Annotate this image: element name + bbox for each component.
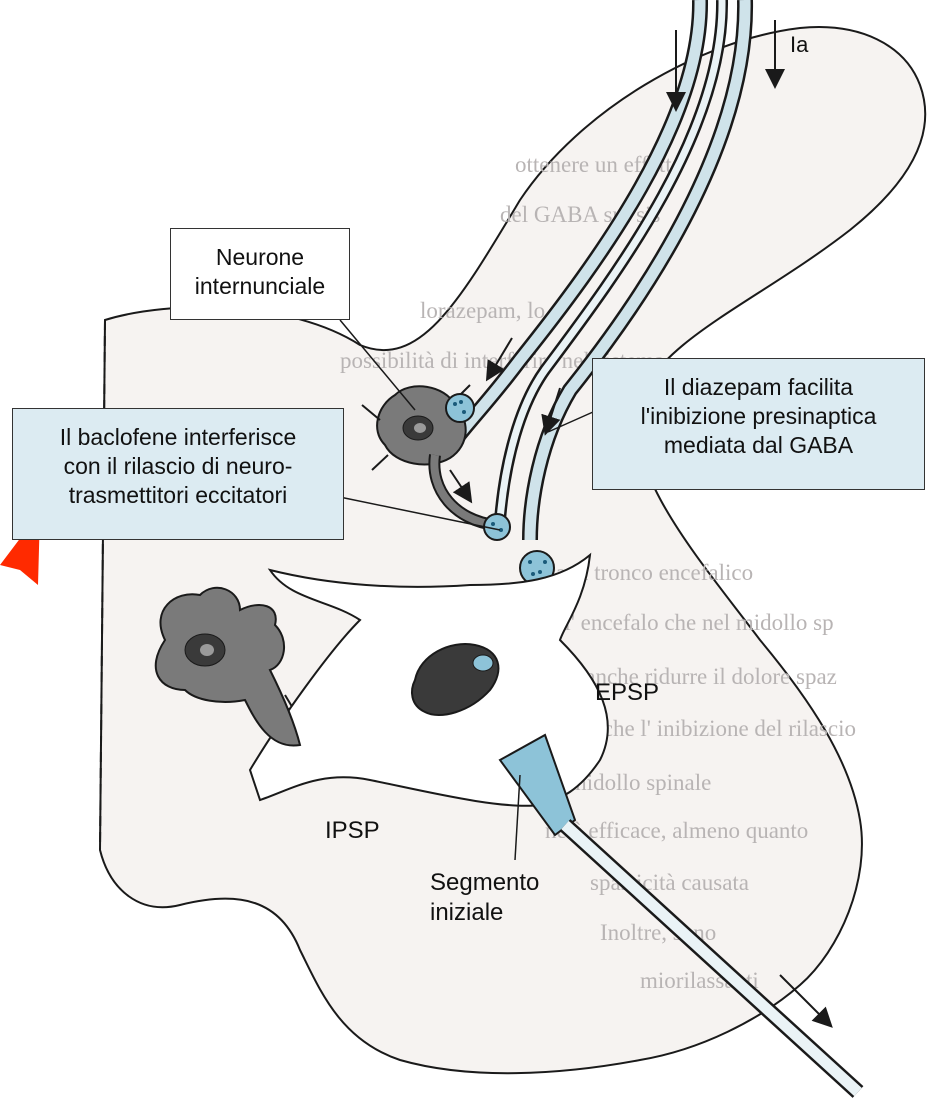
diazepam-label-line1: Il diazepam facilita — [603, 373, 914, 402]
baclofen-label-line3: trasmettitori eccitatori — [23, 481, 333, 510]
baclofen-label-line1: Il baclofene interferisce — [23, 423, 333, 452]
interneuron-label-box: Neurone internunciale — [170, 228, 350, 320]
diazepam-label-line2: l'inibizione presinaptica — [603, 402, 914, 431]
diazepam-label-line3: mediata dal GABA — [603, 431, 914, 460]
baclofen-label-box: Il baclofene interferisce con il rilasci… — [12, 408, 344, 540]
bg-line: lorazepam, lo — [420, 298, 545, 323]
interneuron-label-line1: Neurone — [179, 243, 341, 272]
initial-segment-label-line2: iniziale — [430, 899, 503, 926]
ipsp-label: IPSP — [325, 817, 380, 844]
interneuron-label-line2: internunciale — [179, 272, 341, 301]
initial-segment-label-line1: Segmento — [430, 869, 539, 896]
ia-label: Ia — [790, 32, 809, 57]
epsp-label: EPSP — [595, 679, 659, 706]
diazepam-label-box: Il diazepam facilita l'inibizione presin… — [592, 358, 925, 490]
spinal-cord-section — [100, 27, 925, 1073]
baclofen-label-line2: con il rilascio di neuro- — [23, 452, 333, 481]
